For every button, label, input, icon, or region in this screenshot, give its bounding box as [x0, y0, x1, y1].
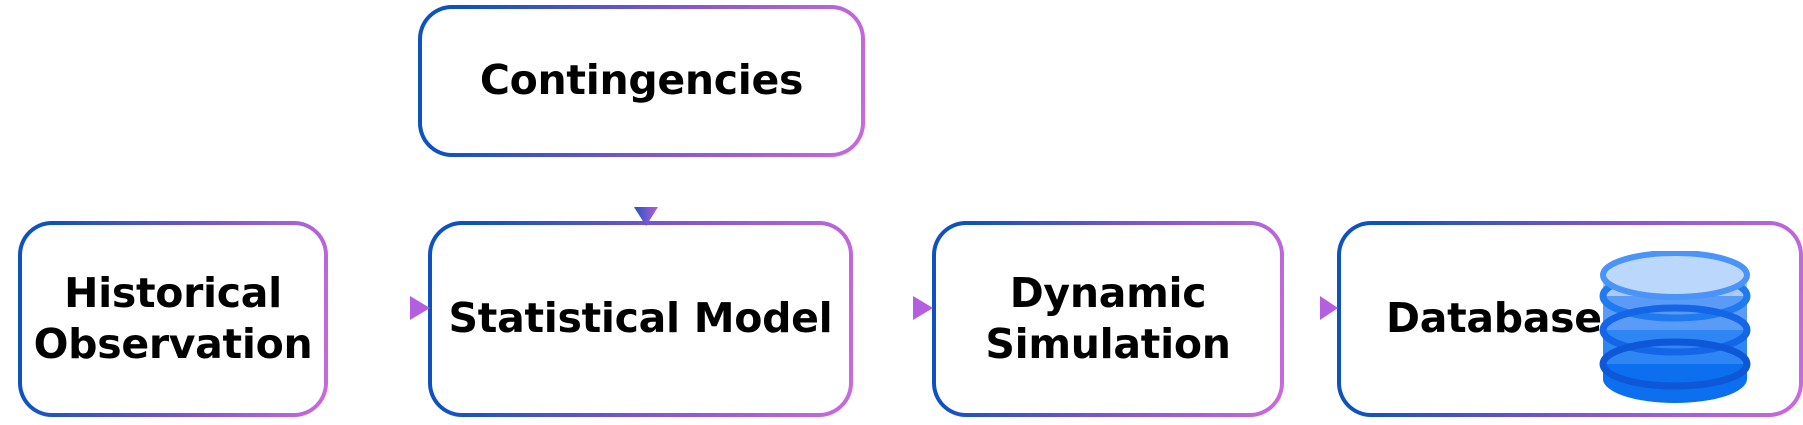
node-statistical-model[interactable]: Statistical Model	[428, 221, 853, 417]
node-database-body: Database	[1341, 225, 1799, 413]
node-dynamic-simulation[interactable]: Dynamic Simulation	[932, 221, 1284, 417]
node-contingencies-body: Contingencies	[422, 9, 861, 153]
database-icon	[1597, 251, 1753, 403]
node-historical-observation-body: Historical Observation	[22, 225, 324, 413]
node-database-label: Database	[1386, 294, 1602, 343]
node-contingencies-label: Contingencies	[479, 56, 804, 105]
node-database[interactable]: Database	[1337, 221, 1803, 417]
node-contingencies[interactable]: Contingencies	[418, 5, 865, 157]
node-dynamic-simulation-label: Dynamic Simulation	[985, 268, 1231, 368]
node-statistical-model-body: Statistical Model	[432, 225, 849, 413]
edge-statistical-to-dynamic	[853, 290, 935, 326]
node-dynamic-simulation-body: Dynamic Simulation	[936, 225, 1280, 413]
edge-dynamic-to-database	[1284, 290, 1340, 326]
node-statistical-model-label: Statistical Model	[448, 294, 833, 343]
edge-historical-to-statistical	[328, 290, 432, 326]
node-historical-observation-label: Historical Observation	[33, 268, 313, 368]
edge-contingencies-to-statistical	[628, 157, 664, 227]
node-historical-observation[interactable]: Historical Observation	[18, 221, 328, 417]
